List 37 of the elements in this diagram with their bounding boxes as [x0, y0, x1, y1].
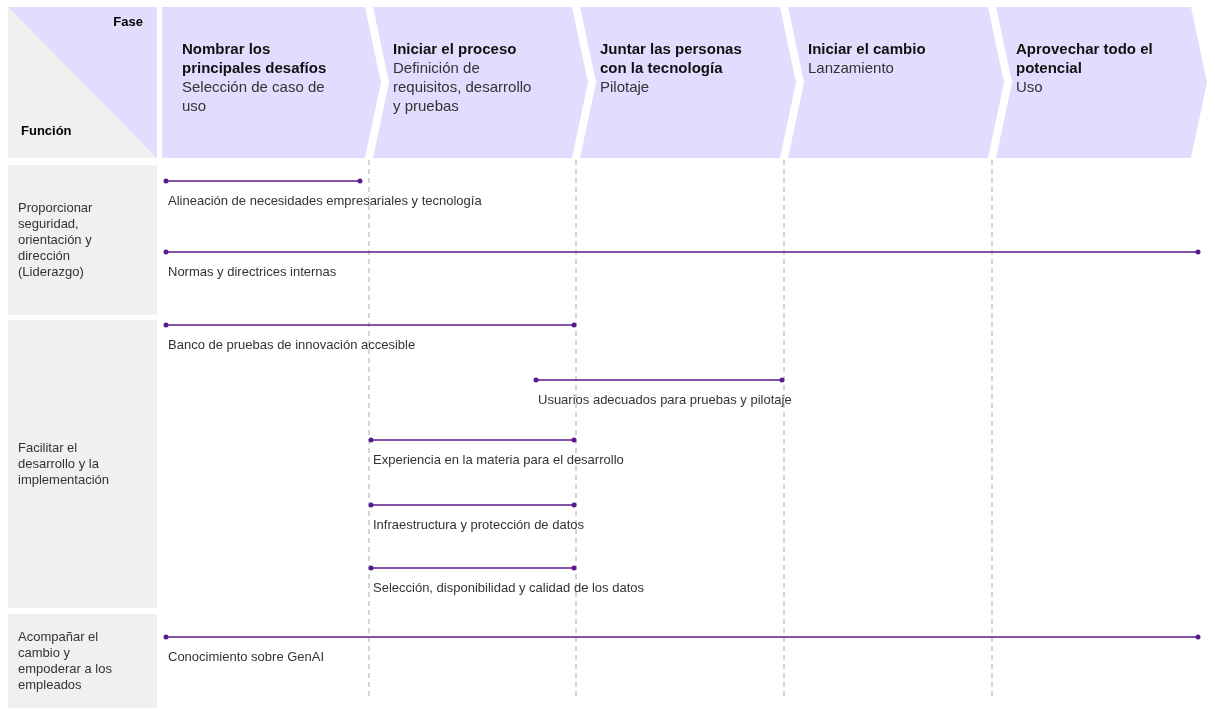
function-axis-label: Función	[21, 121, 72, 140]
phase-axis-label: Fase	[113, 13, 143, 31]
function-label: Acompañar el cambio y empoderar a los empleados	[18, 629, 113, 693]
timeline-bar	[163, 322, 577, 328]
bar-label: Infraestructura y protección de datos	[373, 517, 584, 533]
bar-label: Selección, disponibilidad y calidad de los datos	[373, 580, 644, 596]
timeline-bar	[533, 377, 785, 383]
bar-label: Usuarios adecuados para pruebas y pilotaje	[538, 392, 792, 408]
phase-header	[788, 7, 1004, 158]
phase-description: Lanzamiento	[808, 58, 895, 77]
phase-description: Pilotaje	[600, 77, 651, 96]
phase-description: Definición de requisitos, desarrollo y pruebas	[393, 58, 533, 115]
timeline-bar	[163, 178, 363, 184]
timeline-bar	[368, 437, 577, 443]
phase-description: Selección de caso de uso	[182, 77, 326, 115]
timeline-bar	[163, 634, 1201, 640]
phase-title: Iniciar el cambio	[808, 39, 927, 58]
function-label: Proporcionar seguridad, orientación y dirección (Liderazgo)	[18, 200, 94, 280]
bar-label: Conocimiento sobre GenAI	[168, 649, 325, 665]
timeline-bar	[368, 565, 577, 571]
corner-header-cell	[8, 7, 157, 158]
phase-header	[162, 7, 381, 158]
timeline-bar	[163, 249, 1201, 255]
phase-title: Iniciar el proceso	[393, 39, 518, 58]
bar-label: Experiencia en la materia para el desarrollo	[373, 452, 624, 468]
phase-title: Juntar las personas con la tecnología	[600, 39, 743, 77]
phase-header	[580, 7, 796, 158]
phase-header	[373, 7, 588, 158]
timeline-bar	[368, 502, 577, 508]
bar-label: Banco de pruebas de innovación accesible	[168, 337, 416, 353]
bar-label: Normas y directrices internas	[168, 264, 337, 280]
phase-title: Aprovechar todo el potencial	[1016, 39, 1154, 77]
phase-header	[996, 7, 1207, 158]
phase-description: Uso	[1016, 77, 1044, 96]
phase-title: Nombrar los principales desafíos	[182, 39, 328, 77]
bar-label: Alineación de necesidades empresariales y tecnología	[168, 193, 482, 209]
function-label: Facilitar el desarrollo y la implementación	[18, 440, 111, 488]
